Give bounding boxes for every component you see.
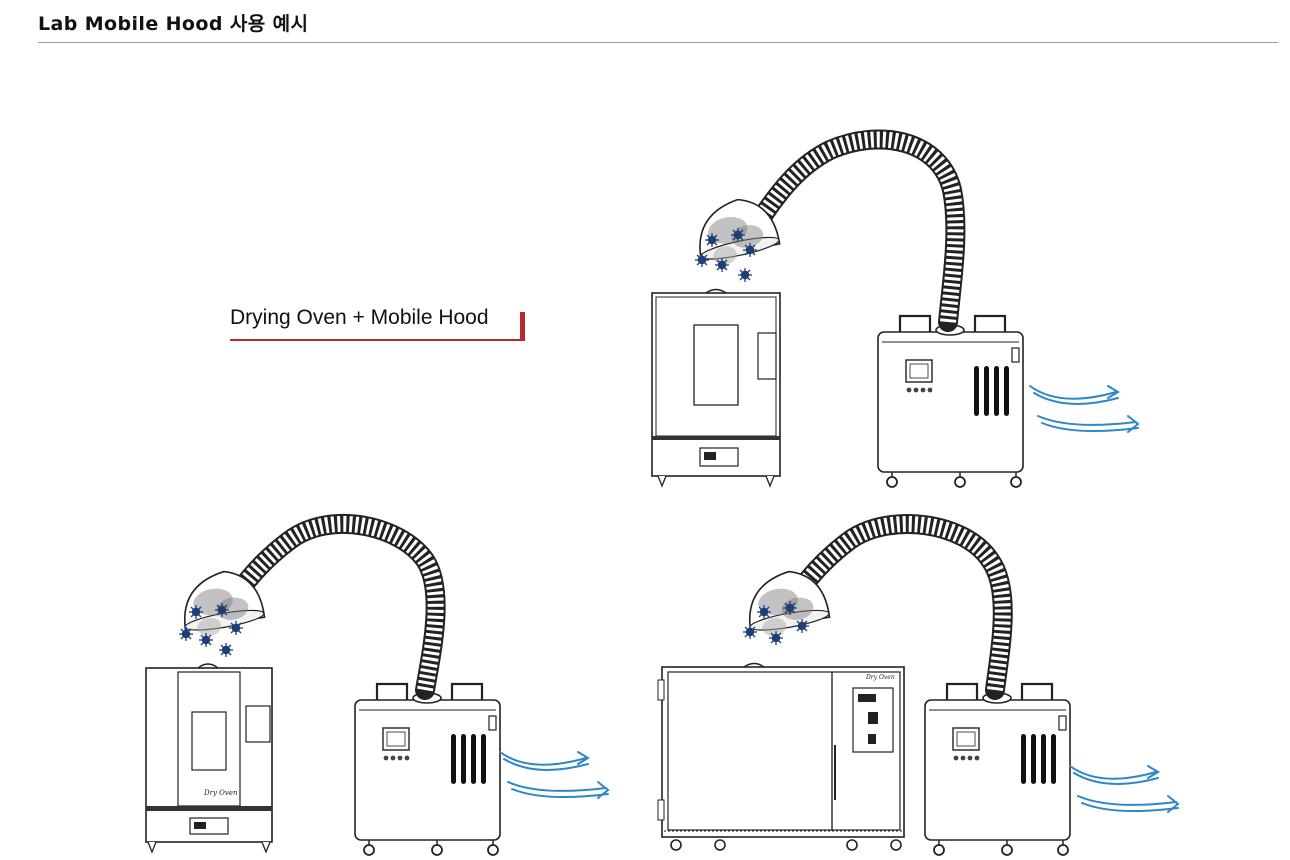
- caption-underline: [230, 339, 525, 341]
- drying-oven-top: [651, 288, 781, 488]
- drying-oven-bottom-left: Dry Oven: [145, 663, 273, 854]
- oven-brand-logo: Dry Oven: [203, 789, 238, 797]
- large-oven-bottom-right: Dry Oven: [657, 662, 905, 851]
- airflow-arrows-bottom-right: [1069, 765, 1179, 813]
- caption-label: Drying Oven + Mobile Hood: [230, 306, 489, 329]
- scene-bottom-left: Dry Oven: [145, 513, 609, 857]
- airflow-arrows-top: [1029, 385, 1139, 433]
- airflow-arrows-bottom-left: [499, 751, 609, 799]
- caption-accent-bar: [520, 312, 525, 341]
- large-oven-brand-logo: Dry Oven: [865, 674, 895, 681]
- mobile-hood-top: [876, 314, 1025, 489]
- header-divider: [38, 42, 1278, 43]
- scene-top-right: [651, 129, 1139, 489]
- mobile-hood-bottom-right: [923, 682, 1072, 857]
- mobile-hood-bottom-left: [353, 682, 502, 857]
- scene-bottom-right: Dry Oven: [657, 514, 1179, 857]
- flex-duct-top: [750, 129, 966, 332]
- page-title: Lab Mobile Hood 사용 예시: [38, 13, 309, 35]
